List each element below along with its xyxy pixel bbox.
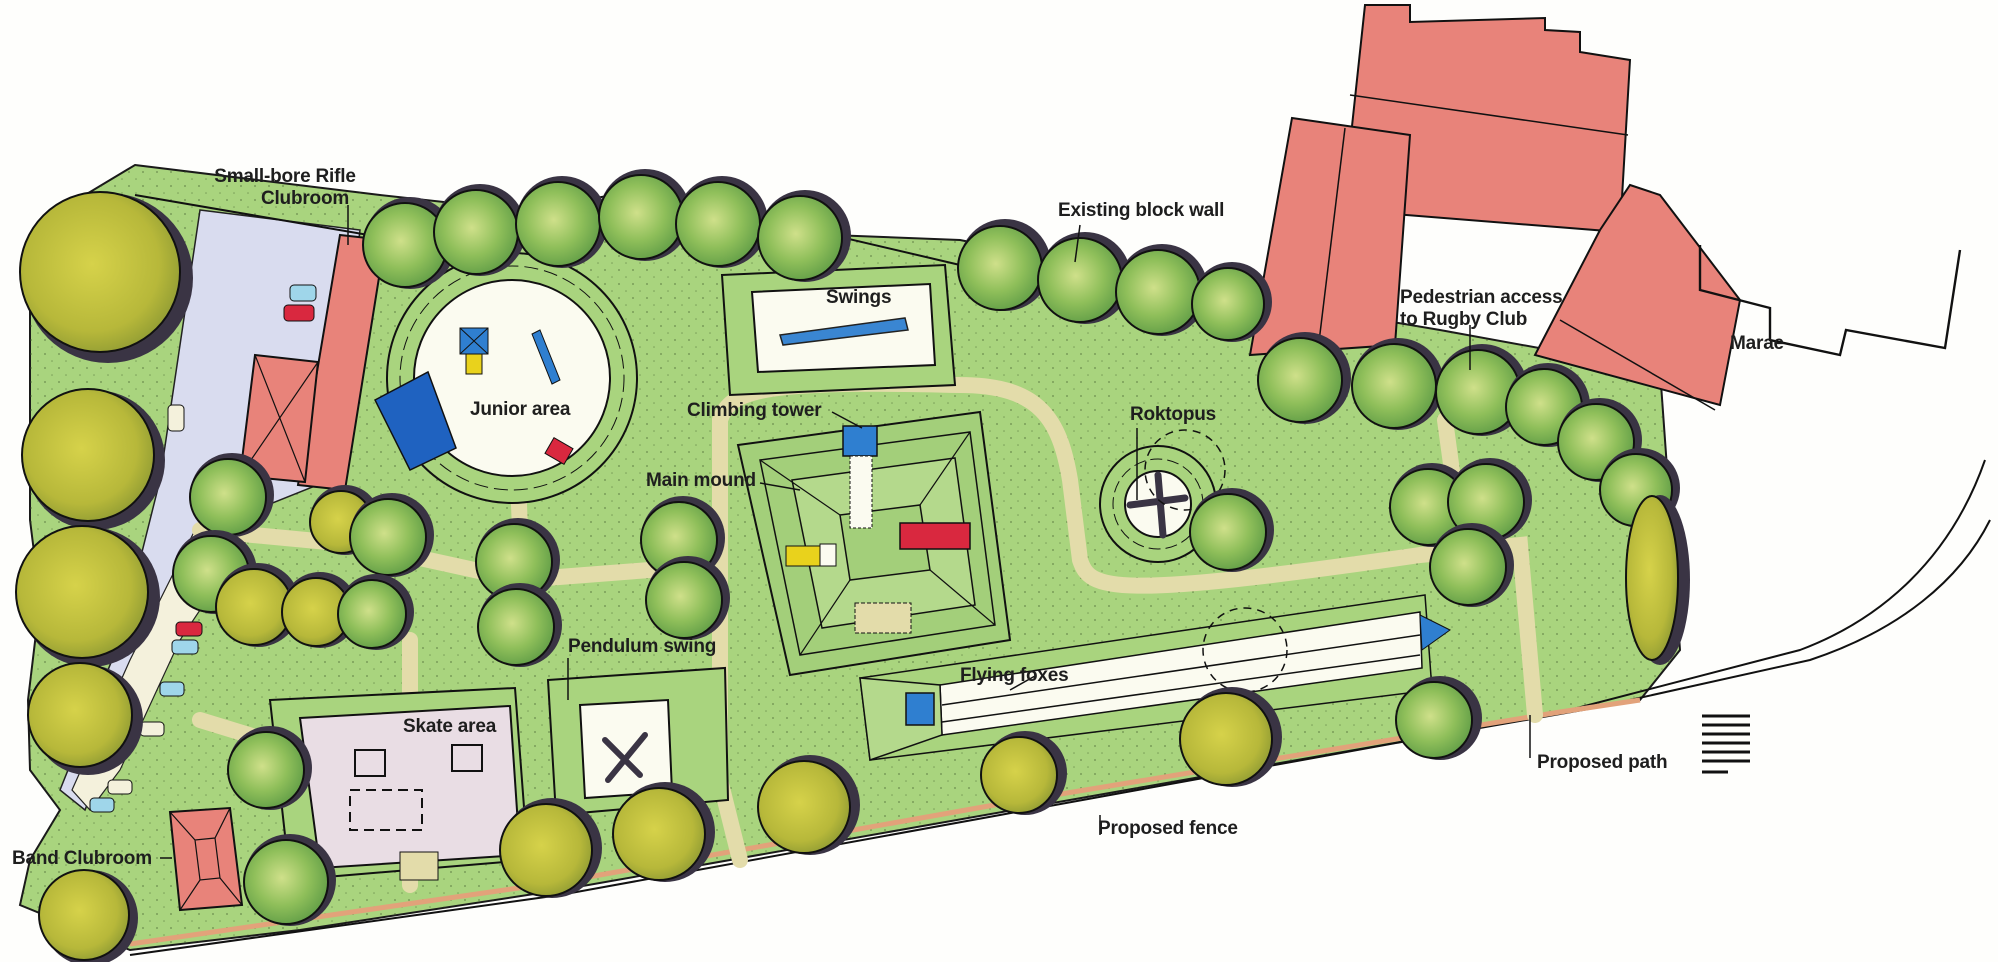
trees <box>15 169 1690 962</box>
climbing-tower-platform <box>842 425 878 457</box>
parked-car <box>175 621 203 637</box>
label-rifle-clubroom-line2: Clubroom <box>260 188 350 209</box>
parked-car <box>89 797 115 813</box>
parked-car <box>167 404 185 432</box>
label-pedestrian-access-line1: Pedestrian access <box>1400 287 1563 308</box>
skate-ramp <box>451 744 483 772</box>
label-rifle-clubroom-line1: Small-bore Rifle <box>214 166 356 187</box>
tree <box>38 869 138 962</box>
label-pedestrian-access: Pedestrian access to Rugby Club <box>1400 287 1563 331</box>
pendulum-swing-enclosure <box>546 666 730 817</box>
pendulum-swing-equipment <box>602 732 648 783</box>
tree-row-bottom <box>227 676 1482 926</box>
junior-area-circle <box>374 252 638 504</box>
marae-building-outline <box>1698 245 1962 357</box>
skate-bowl <box>349 789 423 831</box>
red-slide <box>899 522 971 550</box>
label-leader-lines <box>160 205 1531 859</box>
tree <box>19 191 193 363</box>
parked-car <box>289 284 317 302</box>
tree <box>27 662 143 775</box>
label-skate-area: Skate area <box>403 716 497 737</box>
flying-fox-start-platform <box>905 692 935 726</box>
parked-car <box>171 639 199 655</box>
tree-cluster-middle <box>172 453 1532 667</box>
label-pedestrian-access-line2: to Rugby Club <box>1400 309 1528 330</box>
roktopus-equipment <box>1126 471 1189 539</box>
label-main-mound: Main mound <box>646 470 756 491</box>
parked-car <box>107 779 133 795</box>
parked-car <box>139 721 165 737</box>
parked-car <box>283 304 315 322</box>
label-roktopus: Roktopus <box>1130 404 1217 425</box>
label-pendulum-swing: Pendulum swing <box>568 636 717 657</box>
label-climbing-tower: Climbing tower <box>687 400 822 421</box>
tree <box>15 525 160 667</box>
tree <box>21 388 165 530</box>
label-flying-foxes: Flying foxes <box>960 665 1069 686</box>
road-edge <box>129 459 1991 956</box>
label-marae: Marae <box>1730 333 1784 354</box>
label-swings: Swings <box>826 287 892 308</box>
skate-area-pad <box>268 686 530 882</box>
hedge-right <box>1625 495 1690 665</box>
main-mound <box>736 410 1012 677</box>
label-junior-area: Junior area <box>470 399 571 420</box>
band-clubroom-building <box>168 806 244 912</box>
label-proposed-path: Proposed path <box>1537 752 1668 773</box>
swings-enclosure <box>720 263 957 397</box>
label-existing-block-wall: Existing block wall <box>1058 200 1225 221</box>
label-rifle-clubroom: Small-bore Rifle Clubroom <box>200 166 370 210</box>
pedestrian-crossing <box>1702 714 1750 774</box>
flying-fox-end-marker <box>1419 614 1451 651</box>
skate-ramp <box>354 749 386 777</box>
roktopus-circle <box>1099 429 1226 563</box>
label-band-clubroom: Band Clubroom <box>12 848 152 869</box>
label-proposed-fence: Proposed fence <box>1098 818 1238 839</box>
parked-car <box>159 681 185 697</box>
slide-structure <box>374 370 457 471</box>
tree-row-top <box>362 169 1680 528</box>
rugby-club-buildings <box>1248 4 1742 411</box>
